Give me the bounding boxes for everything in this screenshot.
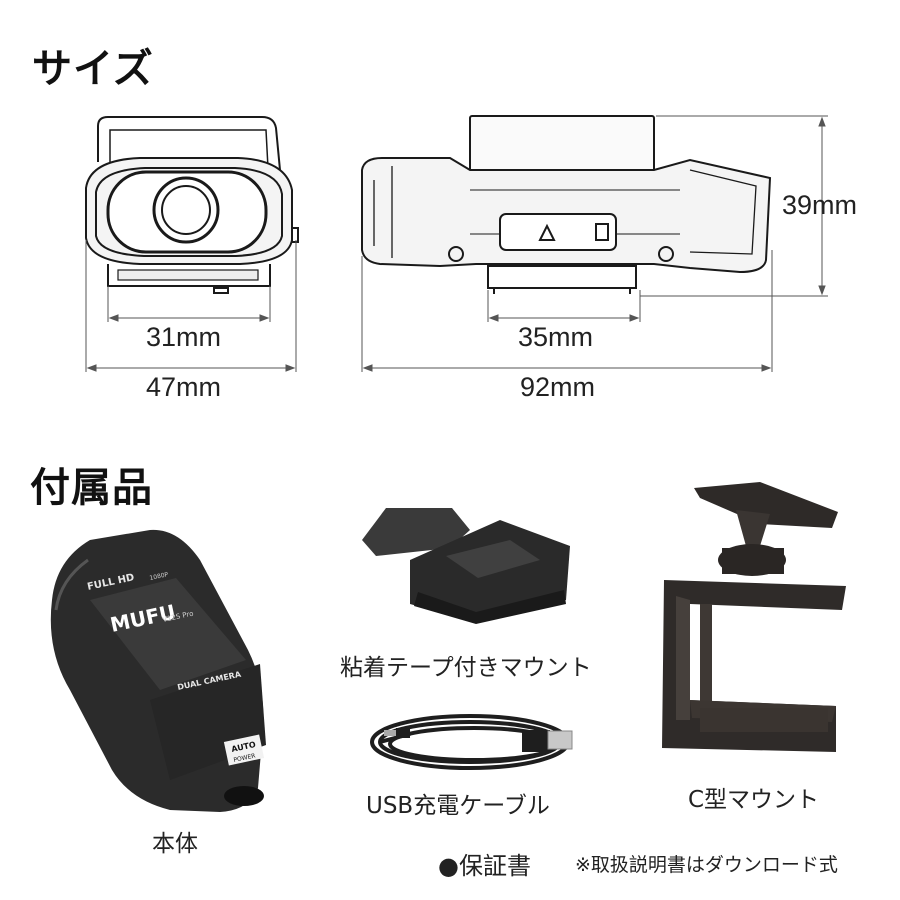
dim-side-length: 92mm xyxy=(520,372,596,402)
accessories-heading: 付属品 xyxy=(30,465,153,511)
dimension-lines xyxy=(85,115,828,372)
caption-manual-note: ※取扱説明書はダウンロード式 xyxy=(575,854,838,876)
dim-side-height: 39mm xyxy=(782,190,858,220)
camera-power-text: POWER xyxy=(233,752,256,763)
c-mount-image xyxy=(662,482,846,752)
dim-front-inner: 31mm xyxy=(146,322,222,352)
usb-cable-image xyxy=(370,714,573,770)
camera-body-image xyxy=(50,529,266,812)
caption-body: 本体 xyxy=(152,831,198,857)
camera-resolution-sub-text: 1080P xyxy=(149,571,169,582)
dim-front-outer: 47mm xyxy=(146,372,222,402)
camera-front-outline xyxy=(85,116,299,294)
size-heading: サイズ xyxy=(32,46,154,92)
camera-side-outline xyxy=(361,115,772,294)
dim-side-mount: 35mm xyxy=(518,322,594,352)
caption-usb-cable: USB充電ケーブル xyxy=(366,793,550,819)
caption-adhesive-mount: 粘着テープ付きマウント xyxy=(340,655,592,681)
caption-warranty: ●保証書 xyxy=(438,852,531,880)
caption-c-mount: C型マウント xyxy=(688,787,820,813)
adhesive-mount-image xyxy=(362,508,570,624)
